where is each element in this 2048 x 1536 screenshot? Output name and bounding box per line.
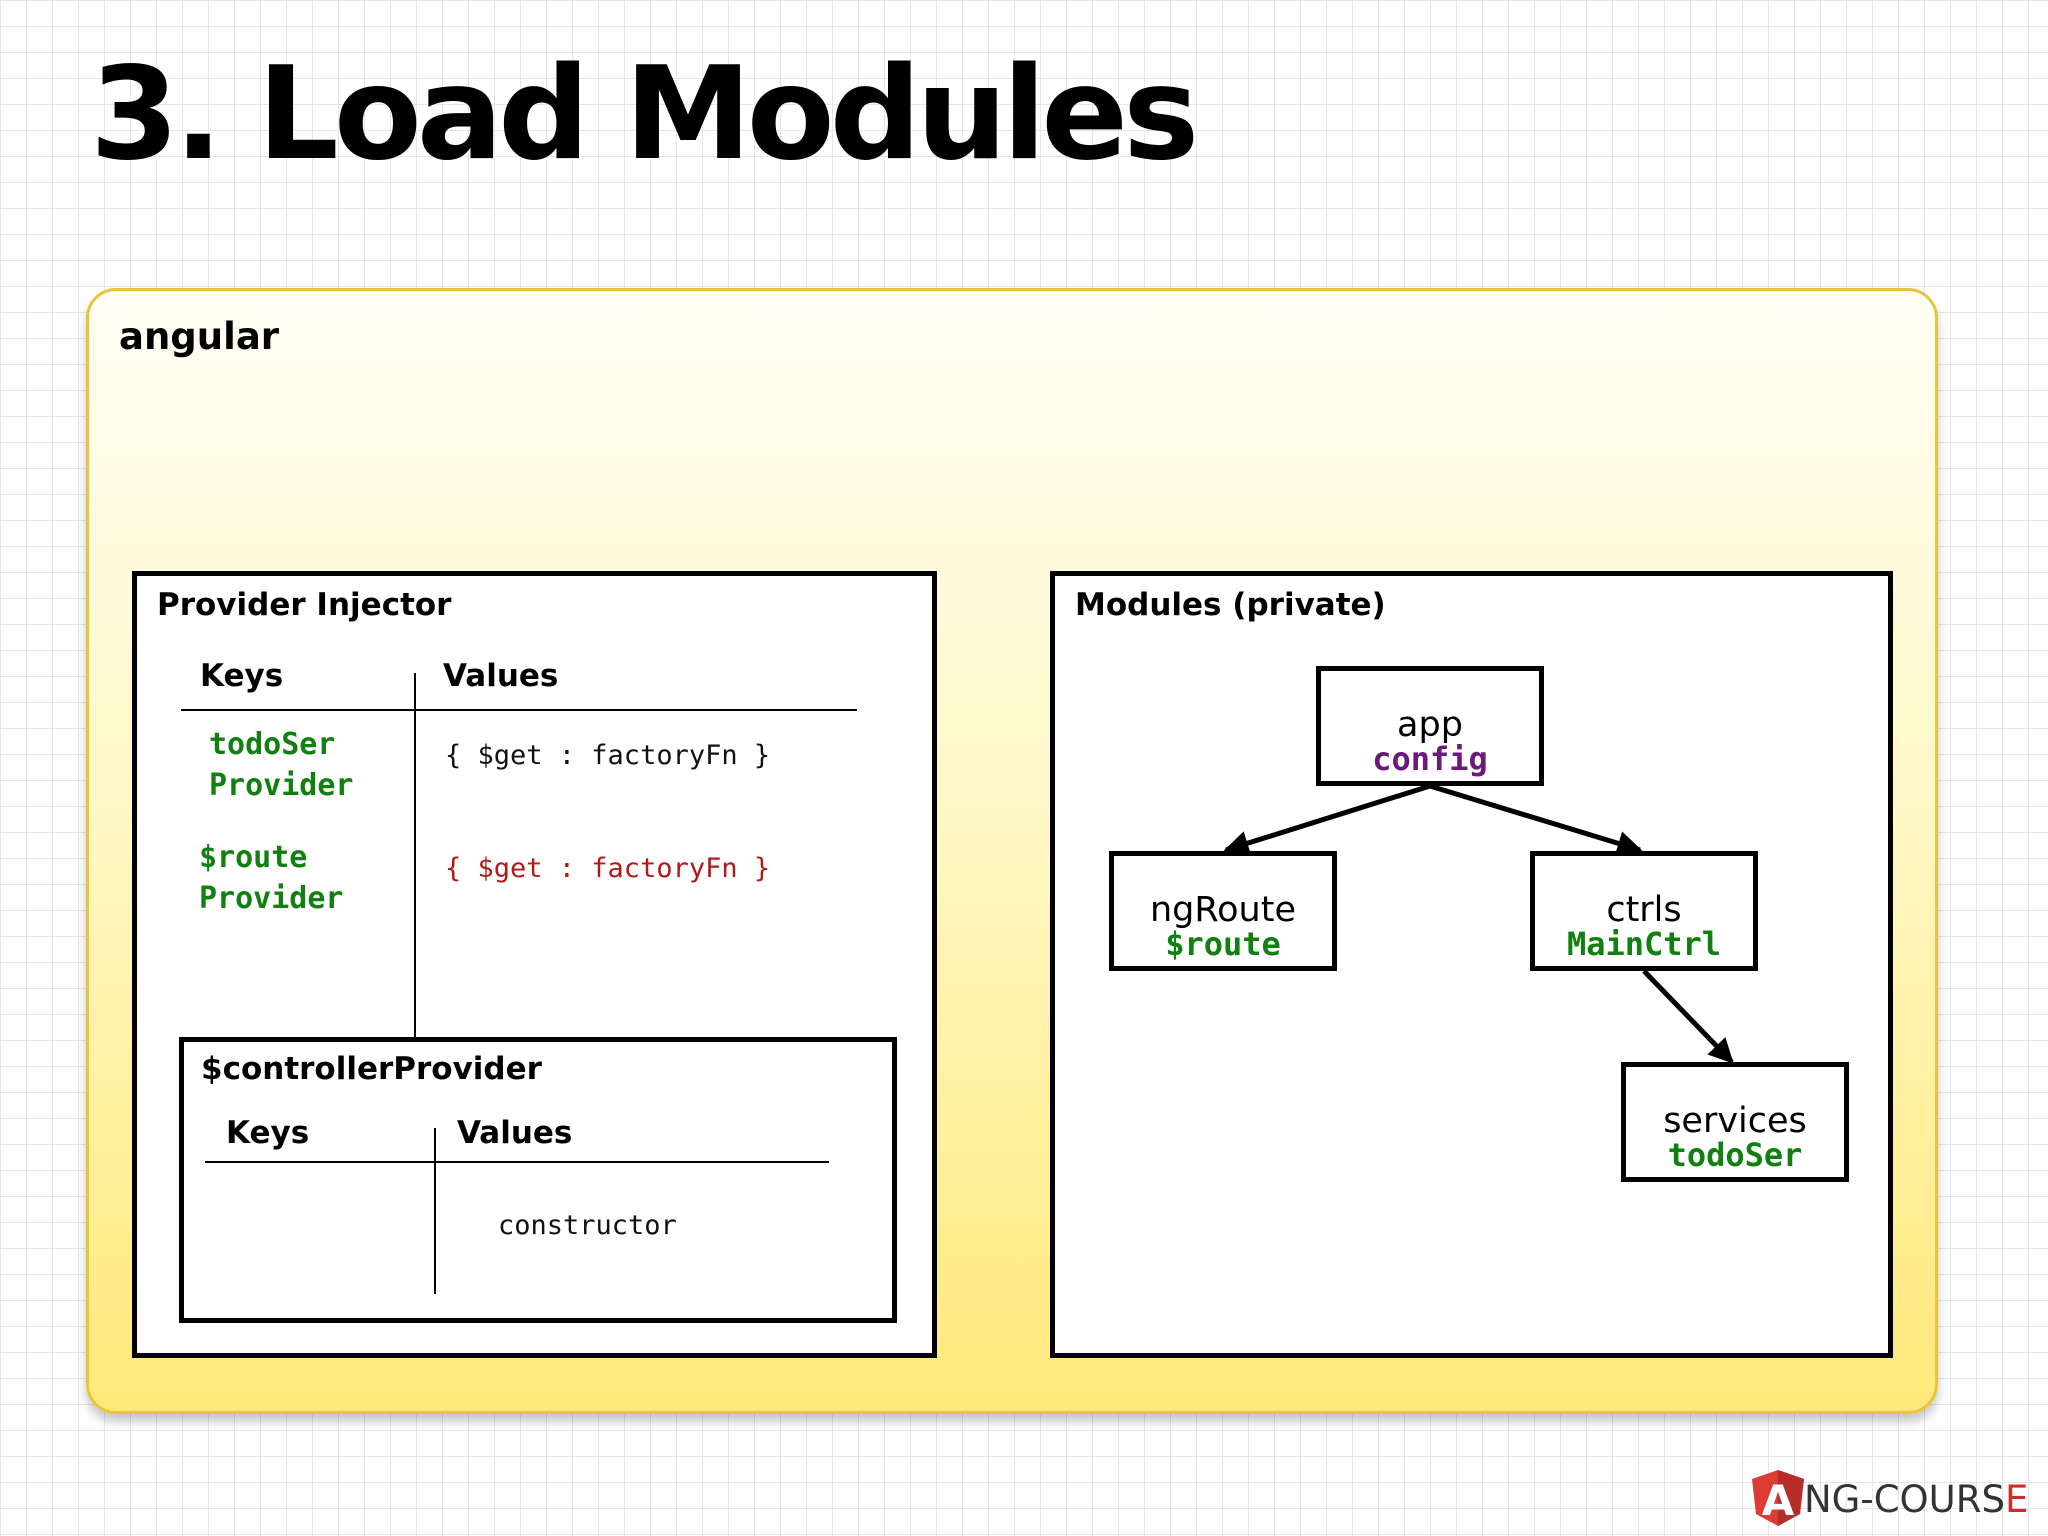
angular-panel-label: angular [119,315,280,358]
module-services: services todoSer [1621,1062,1849,1182]
key-todoser-provider-line1: todoSer [209,727,336,762]
slide-title: 3. Load Modules [90,40,1199,189]
controller-provider-box: $controllerProvider Keys Values construc… [179,1037,897,1323]
controller-provider-header-rule [205,1161,829,1163]
value-route-provider: { $get : factoryFn } [445,853,771,884]
module-app-sub: config [1372,740,1488,778]
controller-provider-values-header: Values [457,1115,573,1151]
arrow-ctrls-to-services [1642,969,1734,1064]
controller-provider-column-rule [434,1128,436,1294]
module-ctrls-sub: MainCtrl [1566,925,1722,963]
key-route-provider: $route Provider [199,837,344,919]
controller-provider-value: constructor [498,1210,677,1241]
provider-injector-values-header: Values [443,658,559,694]
module-ngroute-name: ngRoute [1150,890,1296,930]
key-route-provider-line1: $route [199,840,308,875]
angular-shield-icon: A [1752,1470,1804,1526]
logo-mark: A [1762,1476,1795,1525]
module-ctrls: ctrls MainCtrl [1530,851,1758,971]
module-ngroute-sub: $route [1165,925,1281,963]
controller-provider-keys-header: Keys [226,1115,310,1151]
modules-title: Modules (private) [1075,587,1386,623]
controller-provider-title: $controllerProvider [201,1051,542,1087]
arrow-app-to-ngroute [1223,783,1431,856]
provider-injector-keys-header: Keys [200,658,284,694]
provider-injector-header-rule [181,709,857,711]
logo-text-main: NG-COURS [1804,1478,2005,1521]
logo-text-last: E [2004,1478,2029,1521]
arrow-app-to-ctrls [1429,783,1643,856]
key-route-provider-line2: Provider [199,881,344,916]
key-todoser-provider-line2: Provider [209,768,354,803]
module-app-name: app [1397,705,1463,745]
ng-course-logo: A NG-COURSE [1750,1468,2040,1528]
module-services-sub: todoSer [1667,1136,1803,1174]
provider-injector-title: Provider Injector [157,587,452,623]
provider-injector-box: Provider Injector Keys Values todoSer Pr… [132,571,937,1358]
logo-text: NG-COURSE [1804,1478,2028,1521]
provider-injector-column-rule [414,673,416,1047]
module-services-name: services [1663,1101,1807,1141]
value-todoser-provider: { $get : factoryFn } [445,740,771,771]
module-ctrls-name: ctrls [1606,890,1682,930]
module-ngroute: ngRoute $route [1109,851,1337,971]
module-app: app config [1316,666,1544,786]
key-todoser-provider: todoSer Provider [209,724,354,806]
